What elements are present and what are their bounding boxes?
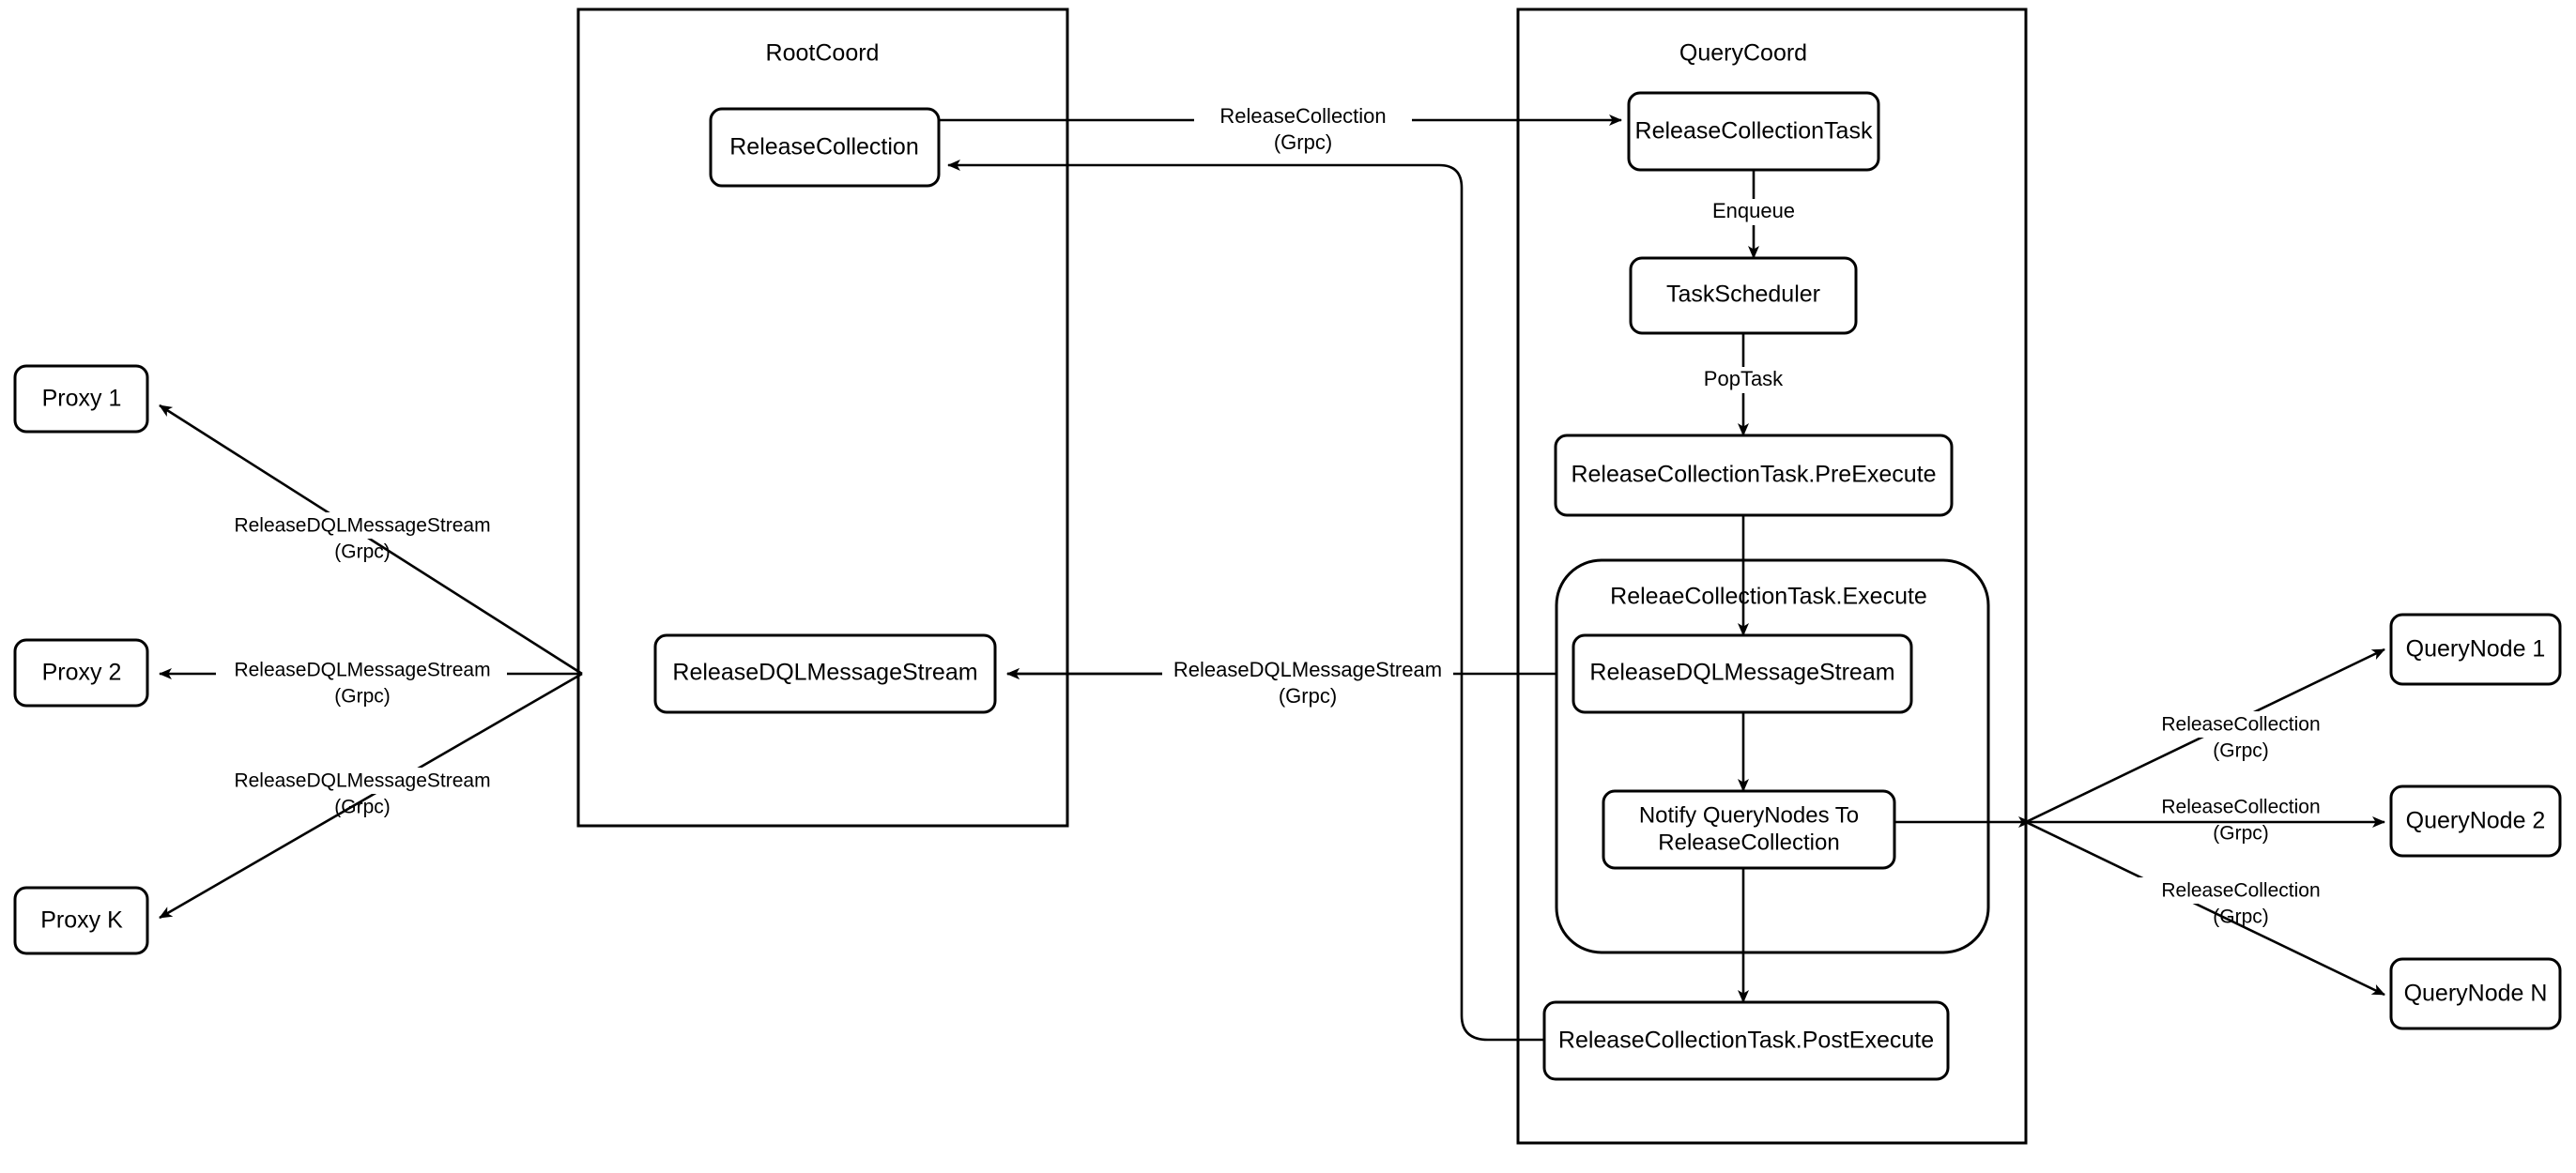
node-release-collection-task[interactable]: ReleaseCollectionTask xyxy=(1627,91,1880,172)
task-scheduler-label: TaskScheduler xyxy=(1666,282,1820,308)
pre-execute-label: ReleaseCollectionTask.PreExecute xyxy=(1571,462,1936,488)
notify-query-nodes-box[interactable] xyxy=(1602,789,1896,870)
group-execute-container: ReleaeCollectionTask.Execute xyxy=(1555,558,1990,954)
release-collection-task-label: ReleaseCollectionTask xyxy=(1635,118,1873,145)
post-execute-box[interactable] xyxy=(1542,1000,1950,1081)
edge-rootcoord-to-proxy-k xyxy=(159,672,583,920)
edge-label-release-collection-grpc-line1: ReleaseCollection xyxy=(1219,104,1386,128)
querynode-1-box[interactable] xyxy=(2389,613,2562,686)
node-query-release-dql-message-stream[interactable]: ReleaseDQLMessageStream xyxy=(1572,633,1913,714)
querynode-n-box[interactable] xyxy=(2389,957,2562,1030)
execute-container-box xyxy=(1555,558,1990,954)
label-backdrop xyxy=(216,768,507,794)
label-backdrop xyxy=(2126,794,2355,820)
edge-label-querynode-1: ReleaseCollection (Grpc) xyxy=(2126,711,2355,762)
edge-label-proxy-2-line2: (Grpc) xyxy=(334,686,391,708)
notify-query-nodes-label-line1: Notify QueryNodes To xyxy=(1639,802,1859,828)
edge-label-querynode-1-line1: ReleaseCollection xyxy=(2161,714,2320,736)
querynode-n-label: QueryNode N xyxy=(2404,981,2548,1007)
node-proxy-1[interactable]: Proxy 1 xyxy=(13,364,149,434)
edge-label-querynode-2-line1: ReleaseCollection xyxy=(2161,797,2320,818)
node-post-execute[interactable]: ReleaseCollectionTask.PostExecute xyxy=(1542,1000,1950,1081)
node-task-scheduler[interactable]: TaskScheduler xyxy=(1629,256,1858,335)
label-backdrop xyxy=(1673,367,1814,393)
proxy-1-box[interactable] xyxy=(13,364,149,434)
label-backdrop xyxy=(2126,711,2355,738)
proxy-1-label: Proxy 1 xyxy=(42,386,122,412)
node-notify-query-nodes[interactable]: Notify QueryNodes To ReleaseCollection xyxy=(1602,789,1896,870)
node-rootcoord-release-collection[interactable]: ReleaseCollection xyxy=(709,107,941,188)
notify-query-nodes-label-line2: ReleaseCollection xyxy=(1658,830,1839,855)
execute-container-label: ReleaeCollectionTask.Execute xyxy=(1610,584,1927,610)
node-querynode-n[interactable]: QueryNode N xyxy=(2389,957,2562,1030)
edge-label-proxy-2-line1: ReleaseDQLMessageStream xyxy=(234,660,490,681)
label-backdrop xyxy=(1680,199,1827,225)
label-backdrop xyxy=(1162,657,1453,685)
rootcoord-release-dql-label: ReleaseDQLMessageStream xyxy=(672,660,977,686)
label-backdrop xyxy=(1194,103,1412,131)
edge-label-dql-grpc-line2: (Grpc) xyxy=(1279,684,1337,708)
edge-label-proxy-1: ReleaseDQLMessageStream (Grpc) xyxy=(216,512,507,563)
label-backdrop xyxy=(2126,877,2355,904)
node-proxy-k[interactable]: Proxy K xyxy=(13,886,149,955)
edge-label-dql-grpc-center: ReleaseDQLMessageStream (Grpc) xyxy=(1162,657,1453,708)
proxy-k-label: Proxy K xyxy=(40,907,123,934)
proxy-k-box[interactable] xyxy=(13,886,149,955)
edge-poptask: PopTask xyxy=(1673,333,1814,436)
edge-label-proxy-1-line2: (Grpc) xyxy=(334,541,391,563)
edge-rootcoord-to-querycoord-label: ReleaseCollection (Grpc) xyxy=(1194,103,1412,154)
proxy-2-box[interactable] xyxy=(13,638,149,708)
edge-label-querynode-n-line1: ReleaseCollection xyxy=(2161,880,2320,902)
node-querynode-1[interactable]: QueryNode 1 xyxy=(2389,613,2562,686)
rootcoord-release-dql-box[interactable] xyxy=(653,633,997,714)
label-backdrop xyxy=(216,512,507,539)
querycoord-label: QueryCoord xyxy=(1679,40,1807,67)
edge-label-querynode-2-line2: (Grpc) xyxy=(2213,823,2269,845)
post-execute-label: ReleaseCollectionTask.PostExecute xyxy=(1558,1028,1934,1054)
edge-label-release-collection-grpc-line2: (Grpc) xyxy=(1274,130,1332,154)
edge-label-poptask: PopTask xyxy=(1704,367,1784,390)
edge-querycoord-to-querynode-n xyxy=(2025,820,2385,997)
edge-postexecute-to-releasecollection xyxy=(947,160,1544,1042)
node-pre-execute[interactable]: ReleaseCollectionTask.PreExecute xyxy=(1554,434,1954,517)
querynode-2-box[interactable] xyxy=(2389,785,2562,858)
edge-label-querynode-n: ReleaseCollection (Grpc) xyxy=(2126,877,2355,928)
edge-label-querynode-n-line2: (Grpc) xyxy=(2213,906,2269,928)
node-proxy-2[interactable]: Proxy 2 xyxy=(13,638,149,708)
edge-label-querynode-2: ReleaseCollection (Grpc) xyxy=(2126,794,2355,845)
edge-label-enqueue: Enqueue xyxy=(1712,199,1795,222)
query-release-dql-label: ReleaseDQLMessageStream xyxy=(1589,660,1894,686)
rootcoord-release-collection-box[interactable] xyxy=(709,107,941,188)
edge-label-proxy-1-line1: ReleaseDQLMessageStream xyxy=(234,515,490,537)
label-backdrop xyxy=(216,657,507,683)
querynode-1-label: QueryNode 1 xyxy=(2406,636,2546,663)
edge-label-proxy-k-line1: ReleaseDQLMessageStream xyxy=(234,770,490,792)
querynode-2-label: QueryNode 2 xyxy=(2406,808,2546,834)
edge-label-dql-grpc-line1: ReleaseDQLMessageStream xyxy=(1173,658,1442,681)
edge-label-proxy-k-line2: (Grpc) xyxy=(334,797,391,818)
edge-label-proxy-k: ReleaseDQLMessageStream (Grpc) xyxy=(216,768,507,818)
node-querynode-2[interactable]: QueryNode 2 xyxy=(2389,785,2562,858)
edge-enqueue: Enqueue xyxy=(1680,170,1827,259)
edge-label-proxy-2: ReleaseDQLMessageStream (Grpc) xyxy=(216,657,507,708)
proxy-2-label: Proxy 2 xyxy=(42,660,122,686)
edge-rootcoord-to-proxy-1 xyxy=(159,404,583,676)
edge-label-querynode-1-line2: (Grpc) xyxy=(2213,740,2269,762)
node-rootcoord-release-dql-message-stream[interactable]: ReleaseDQLMessageStream xyxy=(653,633,997,714)
rootcoord-release-collection-label: ReleaseCollection xyxy=(729,134,919,160)
rootcoord-label: RootCoord xyxy=(766,40,880,67)
pre-execute-box[interactable] xyxy=(1554,434,1954,517)
